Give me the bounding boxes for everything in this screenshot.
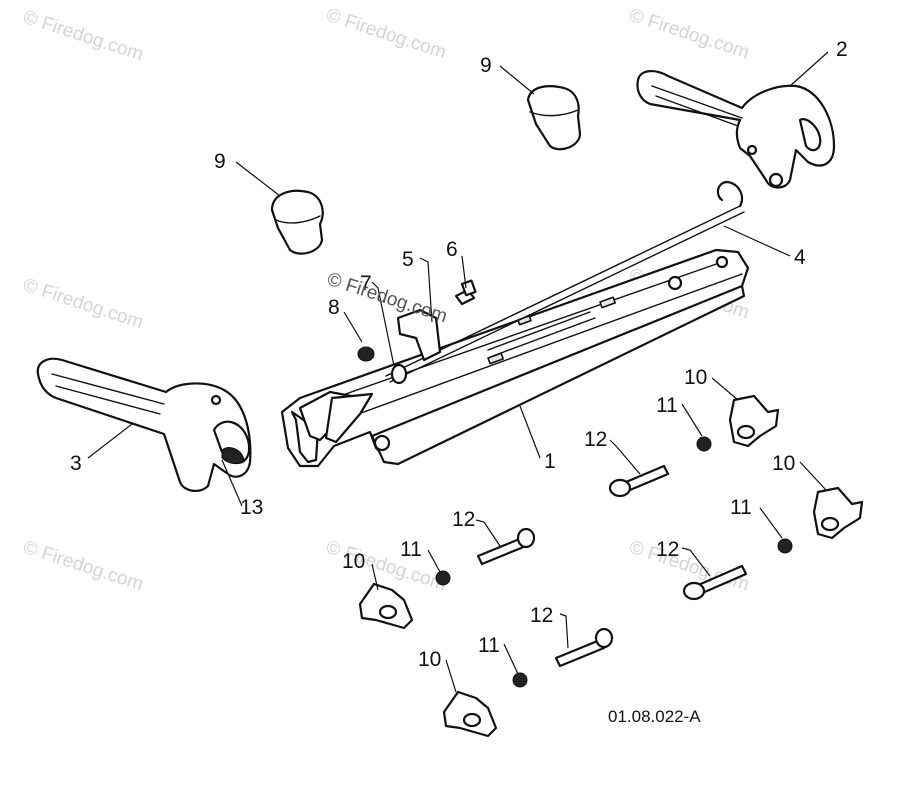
part-10-wing-nut [358,582,414,630]
part-11-nut [435,570,451,586]
callout-10: 10 [418,648,441,671]
watermark: © Firedog.com [626,5,751,64]
part-12-bolt [682,564,748,601]
part-8-nut [357,346,375,362]
part-4-rod [385,180,745,385]
callout-8: 8 [328,296,340,319]
part-1-bracket [280,248,750,468]
watermark: © Firedog.com [20,275,145,334]
part-12-bolt [608,464,670,498]
part-2-handle [636,70,836,189]
part-3-handle [36,357,252,492]
callout-2: 2 [836,38,848,61]
part-12-bolt [476,527,536,566]
callout-10: 10 [684,366,707,389]
callout-11: 11 [400,538,422,561]
callout-12: 12 [584,428,607,451]
watermark: © Firedog.com [20,537,145,596]
callout-6: 6 [446,238,458,261]
callout-11: 11 [478,634,500,657]
part-12-bolt [554,627,614,668]
part-10-wing-nut [442,690,498,738]
callout-3: 3 [70,452,82,475]
callout-12: 12 [656,538,679,561]
callout-10: 10 [342,550,365,573]
callout-11: 11 [656,394,678,417]
part-9-knob [270,189,324,255]
part-11-nut [512,672,528,688]
part-6-screw [454,279,477,306]
watermark: © Firedog.com [323,5,448,64]
part-11-nut [777,538,793,554]
part-10-wing-nut [728,394,780,448]
leader-lines [87,51,829,693]
callout-10: 10 [772,452,795,475]
callout-13: 13 [240,496,263,519]
part-11-nut [696,436,712,452]
part-10-wing-nut [812,486,864,540]
part-5-clip [396,308,442,362]
callout-12: 12 [530,604,553,627]
part-9-knob [526,85,582,151]
callout-9: 9 [480,54,492,77]
callouts: 1 2 3 4 5 6 7 8 9 9 10 10 10 10 11 11 11… [70,38,848,671]
callout-1: 1 [544,450,556,473]
callout-5: 5 [402,248,414,271]
callout-7: 7 [360,272,372,295]
callout-9: 9 [214,150,226,173]
callout-4: 4 [794,246,806,269]
callout-11: 11 [730,496,752,519]
watermark: © Firedog.com [20,7,145,66]
callout-12: 12 [452,508,475,531]
drawing-code: 01.08.022-A [608,707,701,726]
